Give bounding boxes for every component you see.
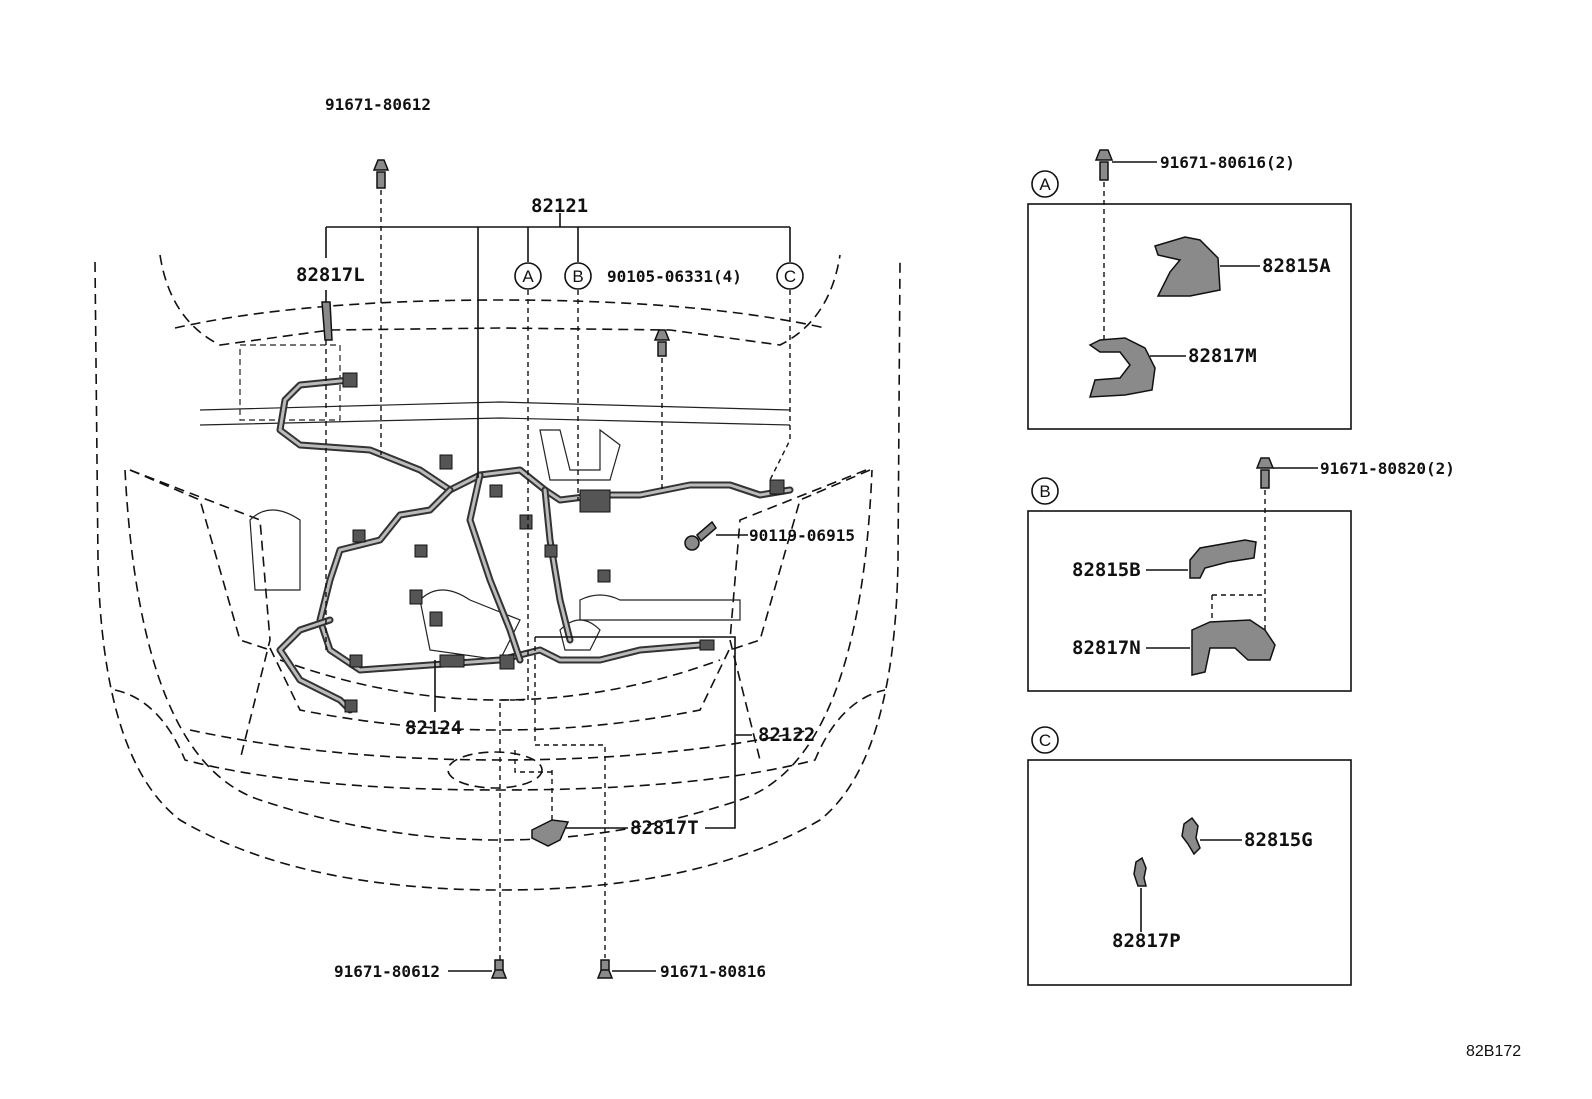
label-82121: 82121 — [531, 195, 588, 217]
vehicle-outline — [94, 254, 901, 891]
svg-text:C: C — [784, 267, 796, 286]
part-82815b-shape — [1189, 539, 1257, 579]
svg-text:A: A — [522, 267, 534, 286]
part-82817p-shape — [1133, 856, 1147, 887]
detail-b-bolt-label: 91671-80820(2) — [1320, 459, 1455, 478]
detail-b-part1-label: 82815B — [1072, 559, 1141, 581]
detail-c-part2-label: 82817P — [1112, 930, 1181, 952]
label-82122: 82122 — [758, 724, 815, 746]
detail-c-marker: C — [1039, 731, 1051, 750]
bolt-bottom-2-icon — [596, 959, 614, 979]
svg-text:B: B — [572, 267, 583, 286]
marker-a: A — [514, 262, 542, 290]
label-top-bolt: 91671-80612 — [325, 95, 431, 114]
bracket-82817l-shape — [321, 301, 333, 341]
part-82817n-shape — [1191, 619, 1276, 676]
detail-b-panel: B 91671-80820(2) 82815B 82817N — [1027, 457, 1455, 692]
bolt-bottom-1-icon — [490, 959, 508, 979]
label-bottom-bolt-2: 91671-80816 — [660, 962, 766, 981]
drawing-code: 82B172 — [1466, 1043, 1521, 1060]
detail-c-part1-label: 82815G — [1244, 829, 1313, 851]
detail-a-panel: A 91671-80616(2) 82815A 82817M — [1027, 149, 1352, 430]
label-82817l: 82817L — [296, 264, 365, 286]
detail-a-part1-label: 82815A — [1262, 255, 1331, 277]
label-82817t: 82817T — [630, 817, 699, 839]
detail-c-panel: C 82815G 82817P — [1027, 726, 1352, 986]
part-82815g-shape — [1181, 816, 1201, 856]
label-bottom-bolt-1: 91671-80612 — [334, 962, 440, 981]
part-82815a-shape — [1154, 236, 1221, 297]
bolt-90119-icon — [684, 520, 717, 551]
detail-b-part2-label: 82817N — [1072, 637, 1141, 659]
detail-a-part2-label: 82817M — [1188, 345, 1257, 367]
detail-b-marker: B — [1039, 482, 1050, 501]
label-90105: 90105-06331(4) — [607, 267, 742, 286]
label-82124: 82124 — [405, 717, 462, 739]
bracket-82817t-shape — [531, 819, 570, 847]
bolt-90105-icon — [653, 329, 671, 357]
detail-a-bolt-label: 91671-80616(2) — [1160, 153, 1295, 172]
detail-a-marker: A — [1039, 175, 1051, 194]
label-90119: 90119-06915 — [749, 526, 855, 545]
marker-b: B — [564, 262, 592, 290]
marker-c: C — [776, 262, 804, 290]
part-82817m-shape — [1088, 337, 1156, 398]
leader-lines — [325, 190, 791, 972]
bolt-top-icon — [372, 159, 390, 189]
wire-harness — [276, 372, 794, 714]
